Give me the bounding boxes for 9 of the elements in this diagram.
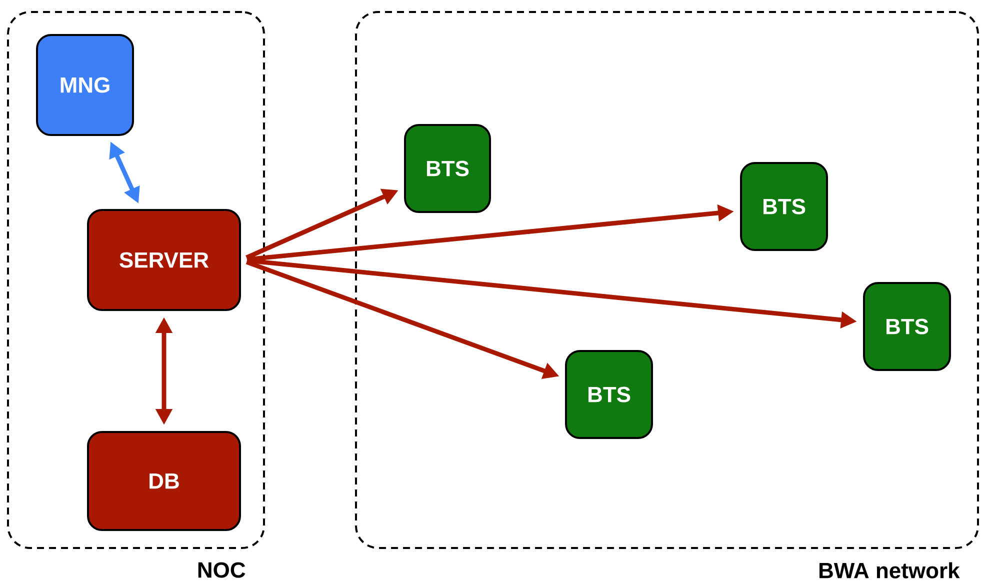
group-label: BWA network: [820, 562, 960, 578]
process-box: BTS: [404, 124, 491, 213]
process-box: BTS: [565, 350, 653, 439]
process-box: DB: [87, 431, 241, 531]
process-box: SERVER: [87, 209, 241, 311]
process-box: BTS: [863, 282, 952, 371]
process-box: BTS: [740, 162, 828, 251]
process-box: MNG: [36, 34, 134, 136]
group-label: NOC: [198, 562, 246, 578]
